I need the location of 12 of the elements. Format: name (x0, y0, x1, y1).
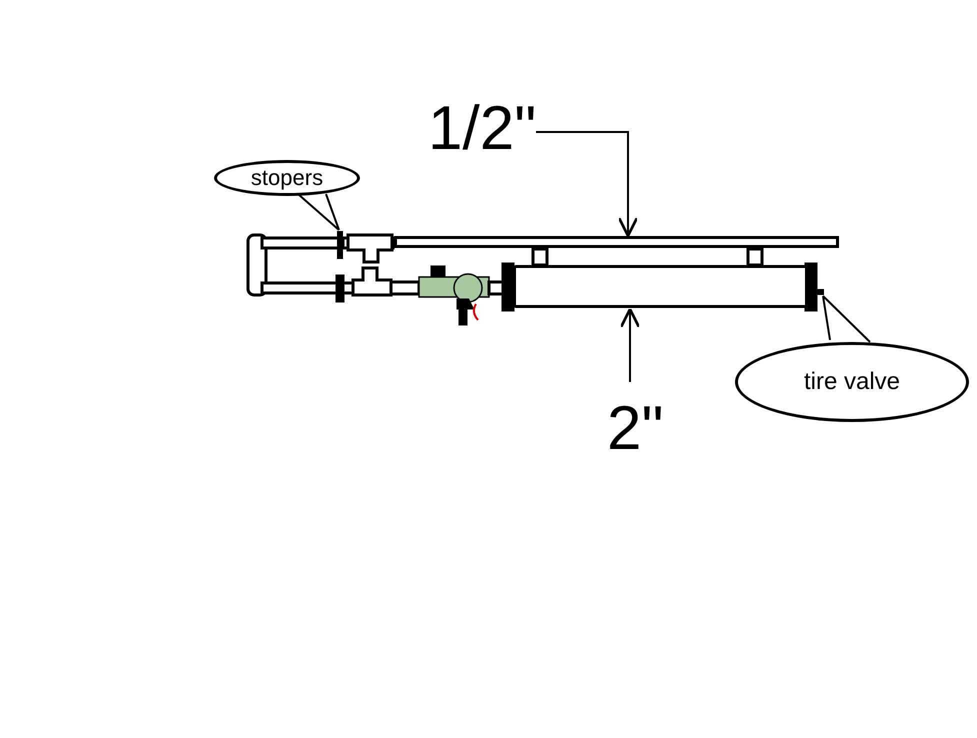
arrow (620, 308, 640, 382)
pressure-chamber (513, 265, 808, 308)
callout-bubble: stopers (214, 160, 360, 196)
stopper (337, 231, 343, 259)
tire-valve-stem (817, 289, 824, 295)
leader-line (297, 193, 340, 231)
leader-line (822, 295, 871, 343)
half-inch-pipe (394, 236, 839, 248)
arrow (536, 131, 638, 238)
dimension-label: 2" (607, 398, 677, 460)
callout-bubble: tire valve (735, 342, 969, 422)
dimension-label: 1/2" (428, 98, 538, 160)
